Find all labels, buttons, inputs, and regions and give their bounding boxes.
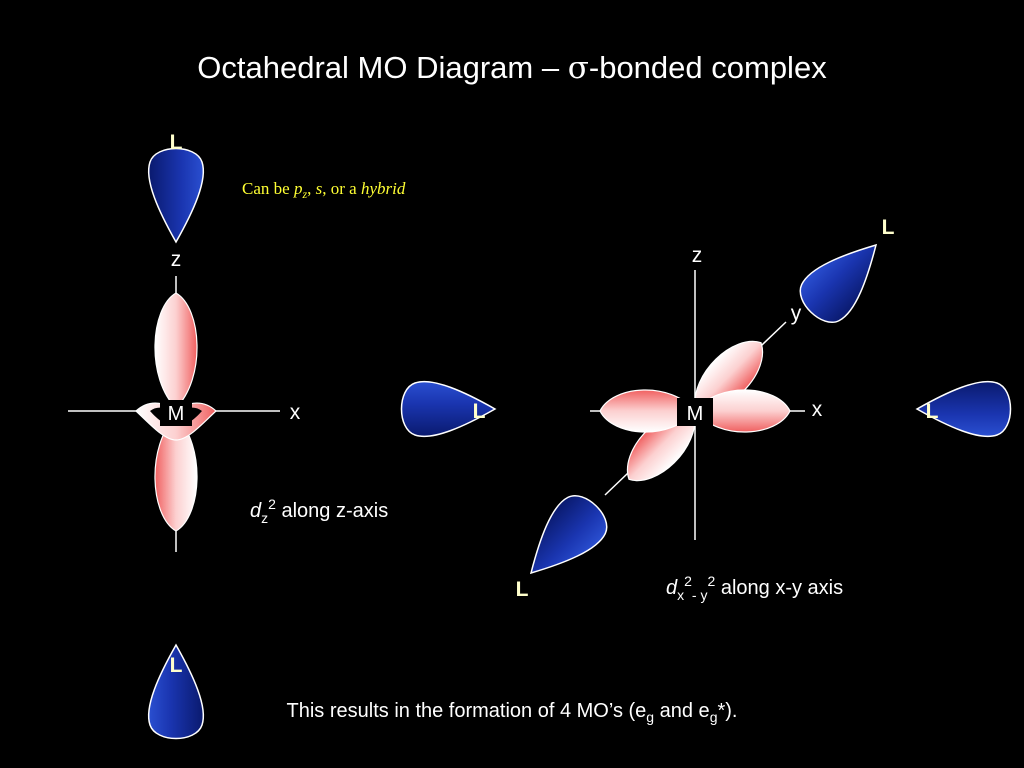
left-x-axis-label: x xyxy=(290,401,301,424)
dx2y2-sup1: 2 xyxy=(684,573,692,589)
right-y-axis-label: y xyxy=(791,302,802,325)
right-z-axis-label: z xyxy=(692,244,703,267)
note-p: p xyxy=(293,179,303,198)
title-prefix: Octahedral MO Diagram – xyxy=(197,50,568,85)
summary-prefix: This results in the formation of 4 MO’s … xyxy=(286,700,647,722)
right-ligand-orbital-lower-left xyxy=(510,485,617,593)
dz2-d: d xyxy=(250,500,262,522)
left-ligand-top-label: L xyxy=(170,131,183,154)
right-ligand-upper-right-label: L xyxy=(882,216,895,239)
ligand-orbital-note: Can be pz, s, or a hybrid xyxy=(242,179,406,201)
left-z-axis-label: z xyxy=(171,248,182,271)
dz2-text: along z-axis xyxy=(276,500,388,522)
note-hybrid: hybrid xyxy=(361,179,406,198)
dx2y2-d: d xyxy=(666,577,678,599)
note-prefix: Can be xyxy=(242,179,294,198)
note-p-sub: z xyxy=(301,187,307,201)
left-metal-box xyxy=(160,400,192,426)
summary-middle: and e xyxy=(654,700,710,722)
left-metal-label: M xyxy=(168,403,185,425)
left-ligand-bottom-label: L xyxy=(170,654,183,677)
left-ligand-orbital-top xyxy=(147,147,205,243)
note-s: s xyxy=(316,179,323,198)
note-sep1: , xyxy=(307,179,316,198)
title-suffix: -bonded complex xyxy=(588,50,827,85)
right-panel: M L L L L z y x dx2- y2 along x-y axis xyxy=(400,216,1012,603)
summary-sub2: g xyxy=(709,709,718,725)
dz2-sup: 2 xyxy=(268,496,276,512)
dz2-label: dz2 along z-axis xyxy=(250,496,388,526)
right-ligand-left-label: L xyxy=(473,400,486,423)
dz2-lobe-top xyxy=(154,292,198,409)
summary-suffix: *). xyxy=(717,700,738,722)
note-sep2: , or a xyxy=(322,179,361,198)
left-panel: M L L z x Can be pz, s, or a hybrid dz2 … xyxy=(68,131,406,740)
dx2y2-sub2: - y xyxy=(692,587,708,603)
dx2y2-sup2: 2 xyxy=(707,573,715,589)
dz2-sub: z xyxy=(261,510,268,526)
dx2y2-label: dx2- y2 along x-y axis xyxy=(666,573,843,603)
right-x-axis-label: x xyxy=(812,398,823,421)
dx2y2-sub1: x xyxy=(677,587,684,603)
right-ligand-right-label: L xyxy=(926,400,939,423)
slide-title: Octahedral MO Diagram – σ-bonded complex xyxy=(0,50,1024,86)
dx2y2-text: along x-y axis xyxy=(715,577,843,599)
summary-text: This results in the formation of 4 MO’s … xyxy=(0,700,1024,725)
summary-sub1: g xyxy=(646,709,655,725)
sigma-symbol: σ xyxy=(567,50,589,86)
right-metal-label: M xyxy=(687,403,704,425)
right-metal-box xyxy=(677,398,713,426)
right-ligand-lower-left-label: L xyxy=(516,578,529,601)
right-ligand-orbital-upper-right xyxy=(790,225,897,333)
